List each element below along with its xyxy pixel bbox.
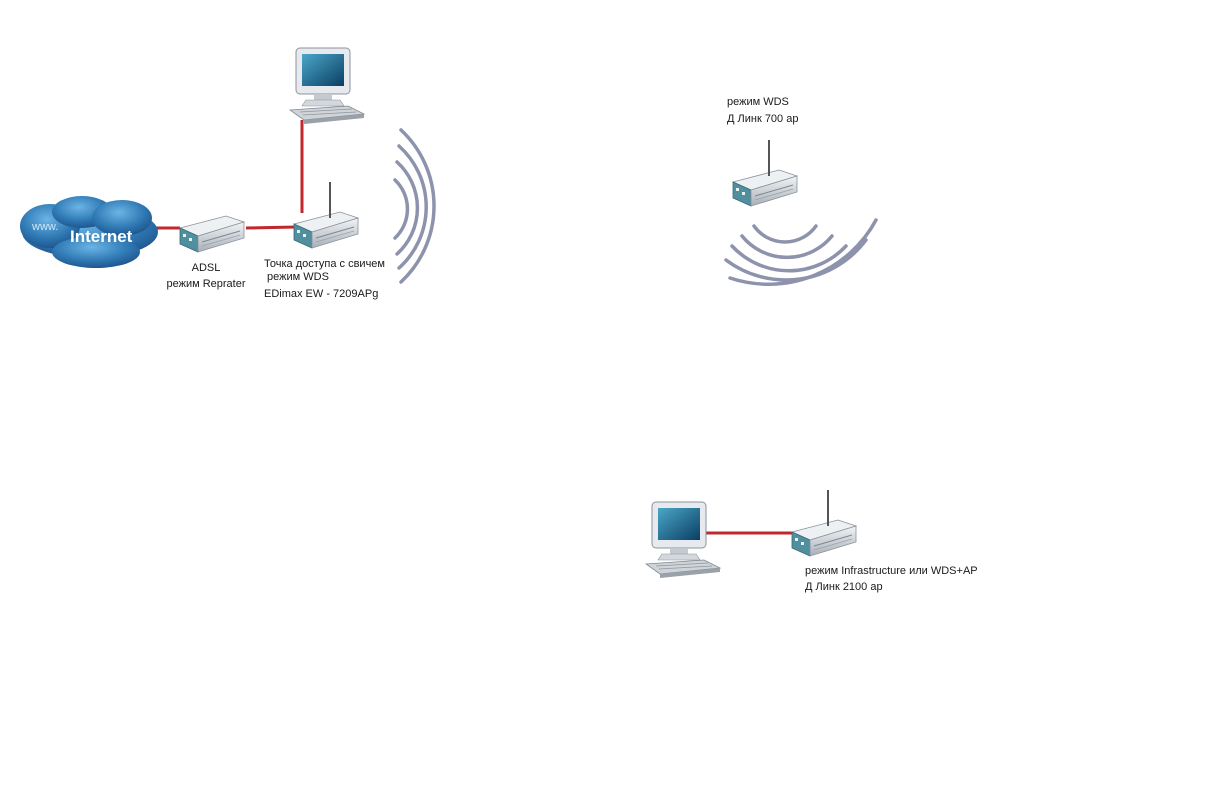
dlink700-label: режим WDS Д Линк 700 ар <box>727 96 798 126</box>
dlink2100-label-line2: Д Линк 2100 ар <box>805 581 883 593</box>
dlink2100-label-line1: режим Infrastructure или WDS+AP <box>805 565 978 577</box>
internet-label: Internet <box>70 227 133 246</box>
wireless-waves-edimax <box>393 128 436 284</box>
edimax-access-point-icon <box>294 182 358 248</box>
dlink700-label-line2: Д Линк 700 ар <box>727 113 799 125</box>
edimax-label-line1: Точка доступа с свичем <box>264 258 385 270</box>
desktop-computer-icon-top <box>289 47 365 125</box>
adsl-label-line1: ADSL <box>191 262 221 274</box>
cable-adsl-edimax <box>245 225 297 230</box>
desktop-computer-icon-bottom <box>645 501 721 579</box>
internet-www-text: www. <box>31 221 58 233</box>
cable-lines <box>155 120 795 535</box>
dlink-2100-access-point-icon <box>792 490 856 556</box>
dlink-700-access-point-icon <box>733 140 797 206</box>
dlink2100-label: режим Infrastructure или WDS+AP Д Линк 2… <box>805 565 978 594</box>
adsl-modem-icon <box>179 215 245 253</box>
adsl-label: ADSL режим Reprater <box>160 262 252 291</box>
edimax-label-line2: режим WDS <box>264 271 329 283</box>
edimax-label-line3: EDimax EW - 7209APg <box>264 288 379 300</box>
adsl-label-line2: режим Reprater <box>166 278 246 290</box>
edimax-label: Точка доступа с свичем режим WDS EDimax … <box>264 258 385 301</box>
wireless-waves-dlink700 <box>724 218 878 286</box>
internet-cloud-icon: www. Internet <box>20 196 158 268</box>
dlink700-label-line1: режим WDS <box>727 96 789 108</box>
